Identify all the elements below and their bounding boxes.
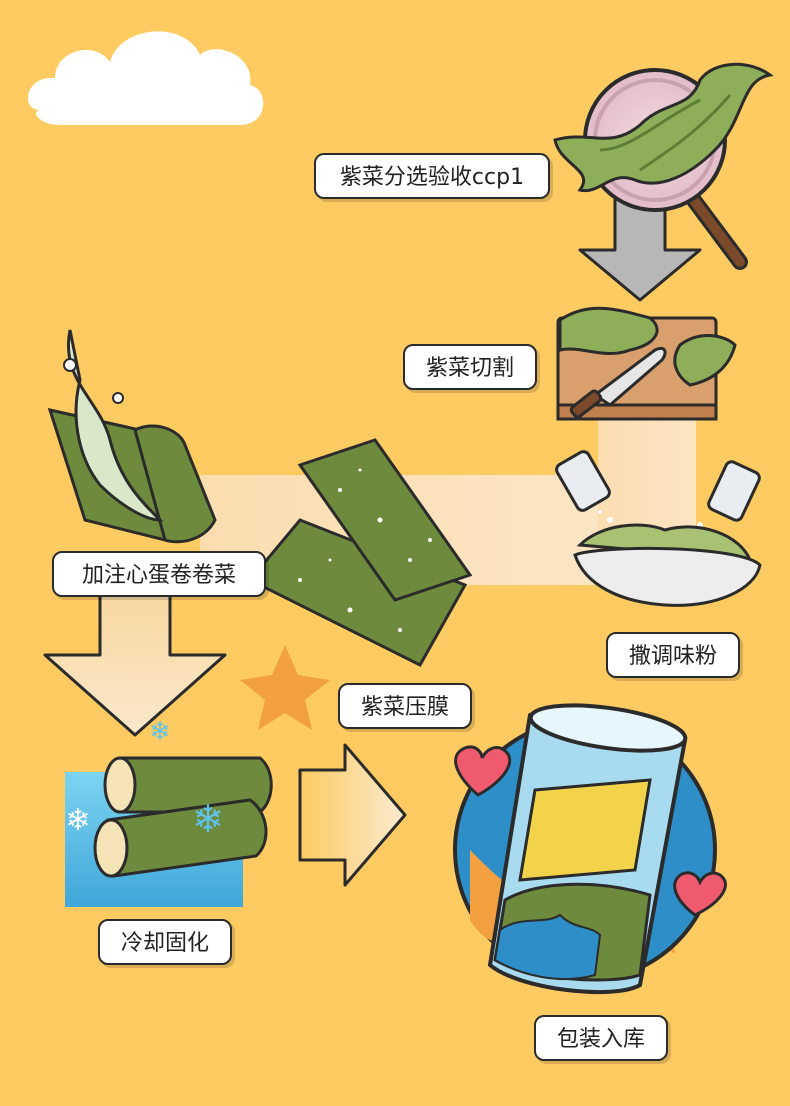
down-arrow-icon (45, 590, 225, 735)
step-label-roll: 加注心蛋卷卷菜 (52, 551, 266, 597)
step-label-cut: 紫菜切割 (403, 344, 537, 390)
step-label-season: 撒调味粉 (606, 632, 740, 678)
step-label-pack: 包装入库 (534, 1015, 668, 1061)
seaweed-sheet-icon (250, 440, 470, 665)
seaweed-roll-icon (50, 330, 215, 542)
bowl-icon (575, 525, 760, 605)
cloud-icon (28, 31, 263, 125)
svg-text:❄: ❄ (149, 717, 171, 747)
step-label-cool: 冷却固化 (98, 919, 232, 965)
svg-text:❄: ❄ (65, 803, 90, 838)
right-arrow-icon (300, 745, 405, 885)
step-label-sort: 紫菜分选验收ccp1 (314, 153, 550, 199)
gray-arrow-icon (580, 195, 700, 300)
seaweed-roll-icon (95, 758, 271, 876)
svg-text:❄: ❄ (192, 797, 224, 841)
step-label-press: 紫菜压膜 (338, 683, 472, 729)
